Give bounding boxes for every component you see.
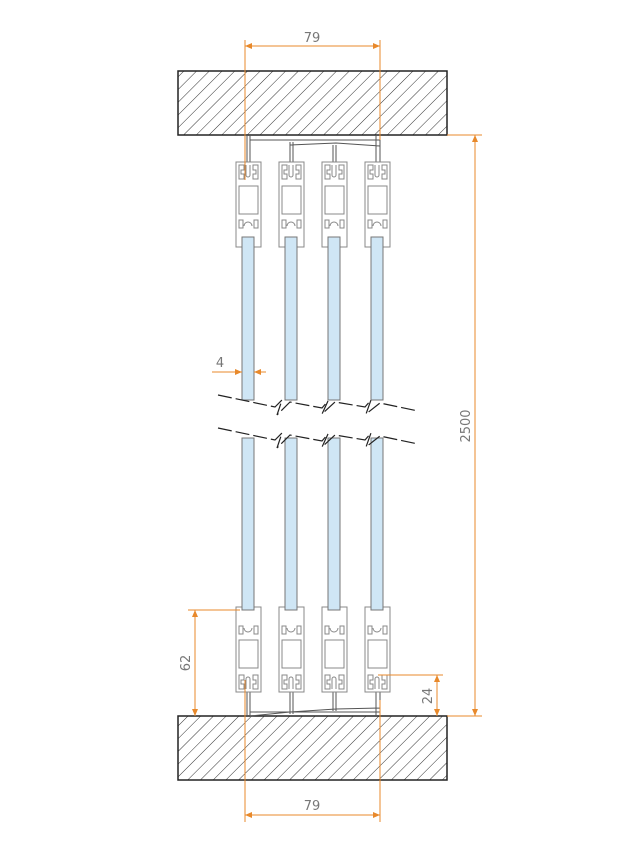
glass-panels	[241, 236, 384, 611]
bottom-profiles	[235, 606, 391, 693]
glass-thickness-label: 4	[216, 356, 224, 371]
ceiling-block	[177, 70, 448, 136]
dimension-bottom-profile-height	[188, 609, 240, 716]
dimension-top-width	[244, 40, 381, 180]
total-height-label: 2500	[459, 409, 474, 442]
bottom-track-height-label: 24	[421, 688, 436, 705]
dimension-total-height	[447, 134, 482, 717]
bottom-profile-height-label: 62	[179, 655, 194, 672]
dimension-bottom-width	[244, 680, 381, 822]
top-width-label: 79	[304, 31, 321, 46]
bottom-width-label: 79	[304, 799, 321, 814]
top-profiles	[235, 161, 391, 248]
dimension-bottom-track-height	[378, 674, 443, 716]
top-track	[246, 135, 381, 168]
break-lines	[217, 394, 419, 449]
bottom-track	[246, 680, 381, 717]
floor-block	[177, 715, 448, 781]
